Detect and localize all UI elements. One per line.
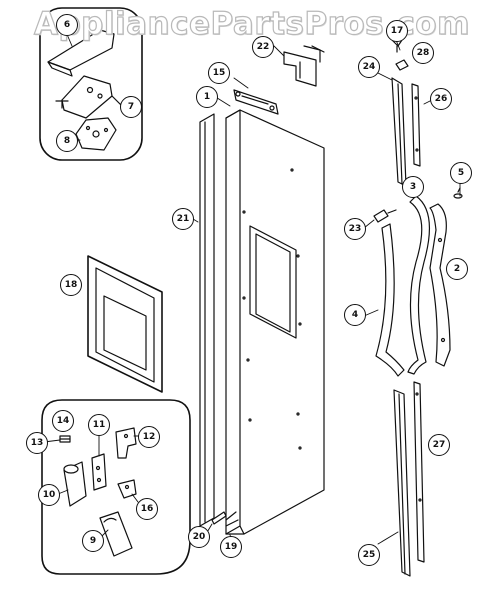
upper-trim-strip: [391, 77, 407, 187]
screw-and-clip: [391, 39, 409, 71]
callout-3: 3: [402, 176, 424, 198]
callout-11: 11: [88, 414, 110, 436]
callout-26: 26: [430, 88, 452, 110]
callout-2: 2: [446, 258, 468, 280]
top-hinge-inset: [39, 7, 143, 161]
callout-12: 12: [138, 426, 160, 448]
callout-4: 4: [344, 304, 366, 326]
callout-23: 23: [344, 218, 366, 240]
door-handle-right: [429, 203, 451, 367]
door-handle-center: [407, 195, 430, 375]
callout-24: 24: [358, 56, 380, 78]
callout-21: 21: [172, 208, 194, 230]
mounting-screw: [373, 209, 397, 223]
bottom-hinge-inset: [41, 399, 191, 575]
callout-16: 16: [136, 498, 158, 520]
callout-25: 25: [358, 544, 380, 566]
dispenser-bracket: [283, 45, 325, 87]
freezer-door-panel: [225, 109, 325, 535]
callout-28: 28: [412, 42, 434, 64]
callout-5: 5: [450, 162, 472, 184]
callout-22: 22: [252, 36, 274, 58]
callout-19: 19: [220, 536, 242, 558]
lower-trim-right: [413, 381, 425, 563]
door-top-cap: [233, 89, 279, 115]
callout-9: 9: [82, 530, 104, 552]
callout-18: 18: [60, 274, 82, 296]
callout-1: 1: [196, 86, 218, 108]
callout-7: 7: [120, 96, 142, 118]
callout-8: 8: [56, 130, 78, 152]
wire-connectors: [211, 511, 239, 527]
callout-17: 17: [386, 20, 408, 42]
callout-15: 15: [208, 62, 230, 84]
callout-27: 27: [428, 434, 450, 456]
dispenser-cover: [87, 255, 163, 393]
door-handle-left: [375, 223, 405, 377]
callout-20: 20: [188, 526, 210, 548]
lower-trim-strip: [393, 389, 411, 577]
callout-14: 14: [52, 410, 74, 432]
callout-10: 10: [38, 484, 60, 506]
small-screw: [453, 187, 463, 199]
door-edge-strip: [199, 113, 215, 527]
callout-13: 13: [26, 432, 48, 454]
callout-6: 6: [56, 14, 78, 36]
upper-trim-right: [411, 83, 421, 167]
